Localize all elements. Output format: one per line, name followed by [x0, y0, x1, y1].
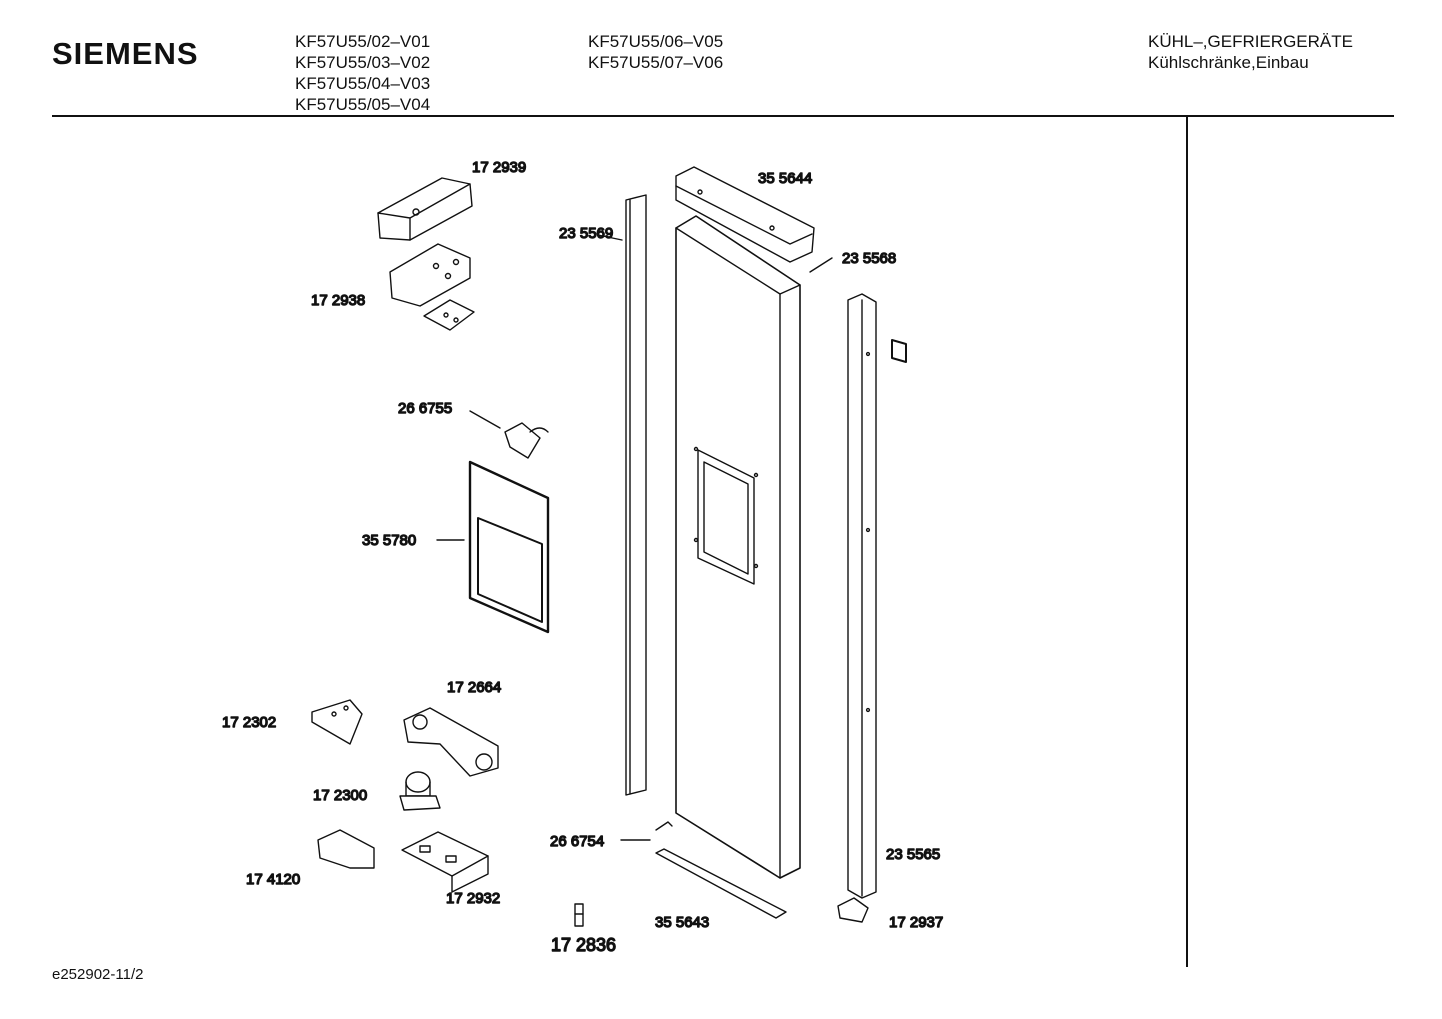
- header-divider: [52, 115, 1394, 117]
- part-label: 35 5643: [655, 914, 709, 931]
- side-profile-part: [847, 293, 907, 899]
- end-cap-part: [837, 897, 869, 923]
- door-top-trim-part: [675, 166, 815, 263]
- part-label: 23 5569: [559, 225, 613, 242]
- part-label: 26 6755: [398, 400, 452, 417]
- lower-hinge-block-part: [403, 707, 499, 777]
- bushing-part: [574, 903, 584, 927]
- model-number: KF57U55/07–V06: [588, 53, 724, 72]
- part-label: 26 6754: [550, 833, 604, 850]
- hinge-bracket-part: [311, 699, 363, 745]
- model-list-2: KF57U55/06–V05 KF57U55/07–V06: [588, 31, 723, 73]
- hinge-plate-part: [389, 243, 475, 331]
- part-label: 17 2939: [472, 159, 526, 176]
- base-plate-part: [401, 831, 489, 893]
- lower-bracket-part: [317, 829, 375, 869]
- part-label: 17 2937: [889, 914, 943, 931]
- part-label: 17 2836: [551, 935, 616, 955]
- door-side-strip-part: [597, 194, 647, 796]
- hinge-cover-part: [377, 177, 473, 241]
- part-label: 17 2300: [313, 787, 367, 804]
- category-block: KÜHL–,GEFRIERGERÄTE Kühlschränke,Einbau: [1148, 31, 1353, 73]
- drawing-id: e252902-11/2: [52, 966, 144, 983]
- door-panel-part: [675, 215, 833, 879]
- model-number: KF57U55/02–V01: [295, 32, 431, 51]
- category-subtitle: Kühlschränke,Einbau: [1148, 53, 1309, 72]
- model-number: KF57U55/04–V03: [295, 74, 431, 93]
- dispenser-frame-part: [436, 460, 550, 634]
- part-label: 17 2302: [222, 714, 276, 731]
- door-clip-part: [620, 821, 673, 841]
- part-label: 35 5644: [758, 170, 812, 187]
- door-bottom-trim-part: [655, 848, 787, 919]
- part-label: 35 5780: [362, 532, 416, 549]
- part-label: 17 2938: [311, 292, 365, 309]
- sensor-part: [469, 410, 549, 459]
- part-label: 17 2664: [447, 679, 501, 696]
- model-number: KF57U55/03–V02: [295, 53, 431, 72]
- part-label: 17 2932: [446, 890, 500, 907]
- category-title: KÜHL–,GEFRIERGERÄTE: [1148, 32, 1353, 51]
- part-label: 23 5565: [886, 846, 940, 863]
- right-margin-divider: [1186, 117, 1188, 967]
- part-label: 23 5568: [842, 250, 896, 267]
- brand-logo: SIEMENS: [52, 36, 199, 71]
- model-list-1: KF57U55/02–V01 KF57U55/03–V02 KF57U55/04…: [295, 31, 430, 115]
- part-label: 17 4120: [246, 871, 300, 888]
- model-number: KF57U55/06–V05: [588, 32, 724, 51]
- hinge-pin-part: [399, 771, 441, 811]
- model-number: KF57U55/05–V04: [295, 95, 431, 114]
